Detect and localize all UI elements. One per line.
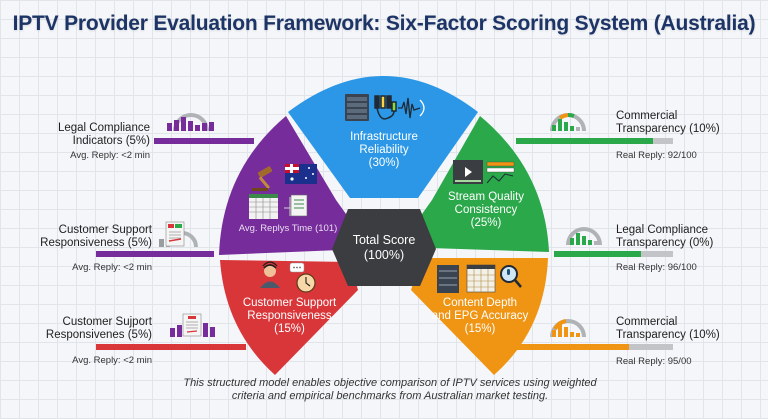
right-item-3-bar: [516, 344, 629, 350]
item-title: Customer Support: [58, 224, 152, 236]
bitrate-bars-icon: [486, 161, 515, 173]
segment-legal: [219, 116, 356, 255]
right-item-1-subtext-wrap: Real Reply: 92/100: [616, 148, 756, 162]
segment-title: and EPG Accuracy: [431, 310, 529, 322]
left-item-1-bar: [154, 138, 254, 144]
segment-weight: (30%): [368, 157, 400, 169]
item-title: Transparency (10%): [616, 329, 720, 341]
segment-title: Reliability: [359, 144, 409, 156]
signal-waveform-icon: [398, 97, 425, 119]
total-score-title: Total Score: [352, 233, 416, 247]
total-score-weight: (100%): [363, 248, 405, 262]
left-item-3-bar: [96, 344, 246, 350]
label-stream-quality: Stream Quality Consistency (25%): [436, 191, 536, 230]
left-item-customer-support-2: Customer Sujport Responsivenes (5%): [30, 316, 152, 342]
item-title: Indicators (5%): [72, 135, 150, 147]
right-item-commercial-1: Commercial Transparency (10%): [616, 110, 756, 136]
spreadsheet-icon: [249, 194, 278, 219]
total-score-label: Total Score (100%): [334, 233, 434, 263]
clock-icon: [296, 273, 316, 293]
cable-connectors-icon: [374, 95, 397, 120]
label-infrastructure: Infrastructure Reliability (30%): [324, 131, 444, 170]
gavel-icon: [252, 166, 273, 191]
australia-flag-icon: [285, 164, 317, 184]
magnifier-icon: [500, 265, 522, 288]
item-title: Responsivenes (5%): [45, 329, 152, 341]
item-subtext: Real Reply: 92/100: [616, 150, 697, 161]
epg-grid-icon: [466, 264, 496, 293]
segment-title: Avg. Replys Time (101): [238, 223, 338, 234]
footer-line: This structured model enables objective …: [183, 377, 597, 389]
right-item-commercial-2: Commercial Transparency (10%): [616, 316, 756, 342]
certificate-gauge-icon: [159, 221, 198, 248]
green-gauge-icon: [566, 227, 602, 246]
certificate-bars-icon: [170, 313, 215, 337]
footer-caption: This structured model enables objective …: [150, 377, 630, 403]
left-item-2-bar: [96, 251, 214, 257]
green-gauge-icon: [550, 113, 586, 132]
right-item-legal-compliance: Legal Compliance Transparency (0%): [616, 224, 756, 250]
item-subtext: Real Reply: 95/00: [616, 356, 692, 367]
item-subtext: Avg. Reply: <2 min: [72, 262, 152, 273]
segment-title: Content Depth: [442, 297, 518, 309]
item-title: Legal Compliance: [616, 224, 709, 236]
legal-document-icon: [284, 194, 308, 217]
right-item-2-bar: [554, 251, 641, 257]
label-legal: Avg. Replys Time (101): [228, 222, 348, 235]
item-title: Commercial: [616, 316, 678, 328]
left-item-2-subtext-wrap: Avg. Reply: <2 min: [30, 260, 152, 274]
right-item-1-bar: [516, 138, 653, 144]
server-rack-icon: [345, 94, 369, 121]
segment-infrastructure: [288, 76, 478, 198]
segment-title: Infrastructure: [350, 131, 418, 143]
item-subtext: Avg. Reply: <2 min: [72, 355, 152, 366]
segment-customer-support: [220, 260, 358, 375]
server-rack-icon: [437, 265, 459, 293]
page-title: IPTV Provider Evaluation Framework: Six-…: [12, 12, 756, 35]
support-agent-icon: [260, 261, 280, 288]
segment-weight: (15%): [274, 323, 305, 335]
segment-title: Consistency: [454, 204, 518, 216]
item-subtext: Real Reply: 96/100: [616, 262, 697, 273]
item-title: Commercial: [616, 110, 678, 122]
item-title: Legal Compliance: [57, 122, 150, 134]
label-customer-support: Customer Support Responsiveness (15%): [232, 297, 347, 336]
chat-bubble-icon: [289, 262, 305, 273]
orange-gauge-icon: [550, 319, 586, 338]
segment-title: Responsiveness: [247, 310, 332, 322]
segment-title: Stream Quality: [447, 191, 525, 203]
bar-gauge-icon: [167, 113, 214, 132]
right-item-3-subtext-wrap: Real Reply: 95/00: [616, 354, 756, 368]
segment-weight: (15%): [464, 323, 496, 335]
label-content-depth: Content Depth and EPG Accuracy (15%): [425, 297, 535, 336]
total-score-hexagon: [332, 209, 436, 286]
right-item-2-subtext-wrap: Real Reply: 96/100: [616, 260, 756, 274]
left-item-customer-support-1: Customer Support Responsiveness (5%): [30, 224, 152, 250]
left-item-legal-compliance: Legal Compliance Indicators (5%) Avg. Re…: [40, 122, 150, 162]
video-player-icon: [453, 160, 483, 184]
item-title: Transparency (0%): [616, 237, 714, 249]
segment-weight: (25%): [470, 217, 502, 229]
item-title: Transparency (10%): [616, 123, 720, 135]
item-title: Customer Sujport: [62, 316, 152, 328]
trend-line-icon: [486, 173, 514, 184]
footer-line: criteria and empirical benchmarks from A…: [231, 390, 549, 402]
segment-title: Customer Support: [242, 297, 337, 309]
item-title: Responsiveness (5%): [40, 237, 152, 249]
item-subtext: Avg. Reply: <2 min: [70, 150, 150, 161]
left-item-3-subtext-wrap: Avg. Reply: <2 min: [30, 353, 152, 367]
